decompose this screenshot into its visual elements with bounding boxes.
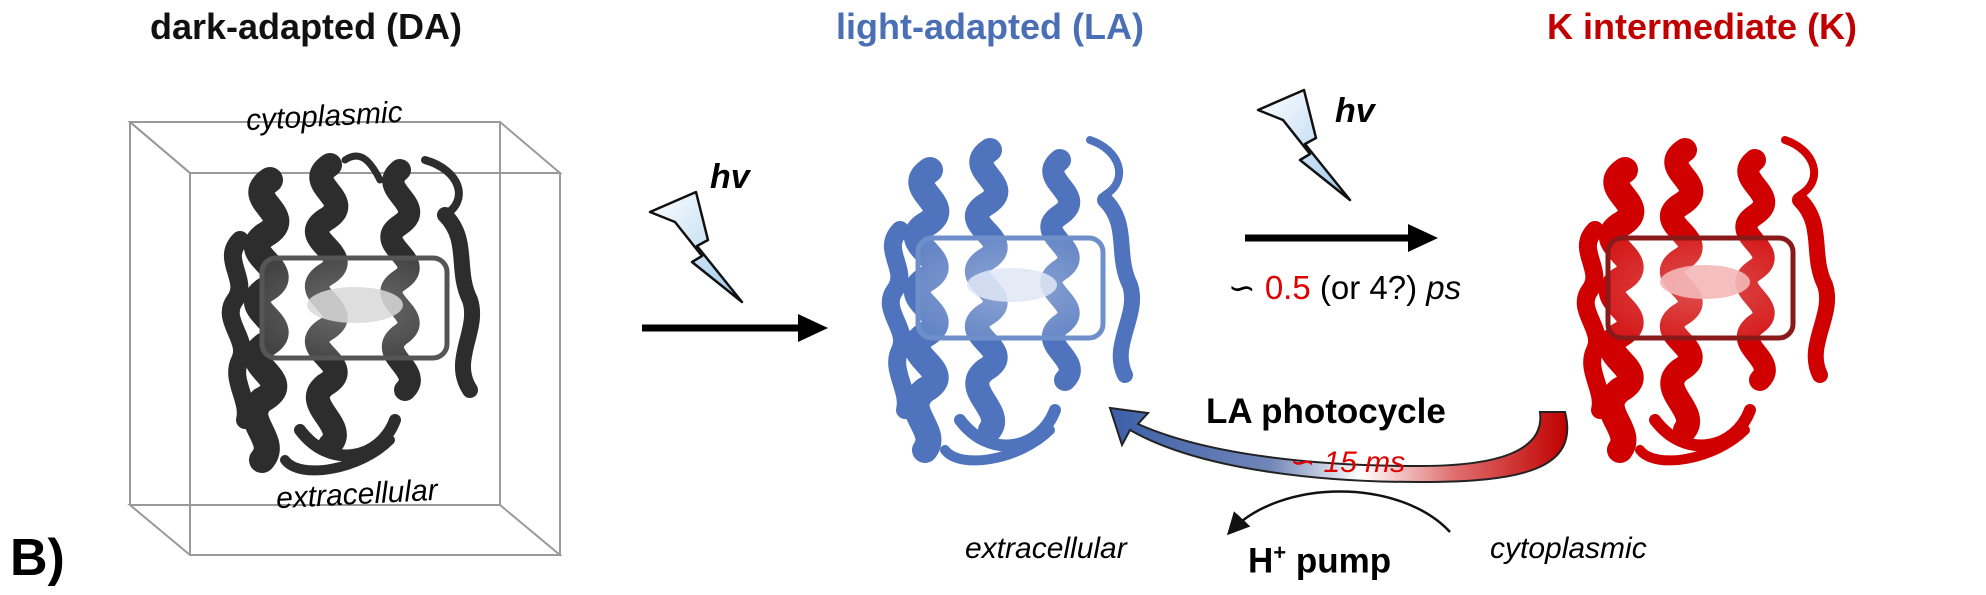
h-pump-label: H+ pump: [1248, 540, 1391, 582]
h-pump-arrow: [1226, 490, 1451, 536]
arrow-la-to-k: [1245, 224, 1438, 252]
title-light-adapted: light-adapted (LA): [836, 6, 1144, 47]
pump-extracellular-label: extracellular: [965, 532, 1127, 565]
pump-word: pump: [1286, 541, 1392, 581]
title-k-intermediate: K intermediate (K): [1547, 6, 1858, 47]
hv-label-da-la: hv: [710, 158, 750, 196]
photocycle-label: LA photocycle: [1206, 392, 1446, 431]
photocycle-arrow: [1108, 406, 1569, 484]
la-k-timescale: ∽ 0.5 (or 4?) ps: [1228, 268, 1461, 307]
lightning-bolt-icon: [648, 190, 744, 304]
plus-symbol: +: [1273, 540, 1287, 565]
arrow-da-to-la: [642, 314, 828, 342]
membrane-box: [127, 121, 563, 556]
h-symbol: H: [1248, 541, 1274, 581]
da-chromophore-box: [259, 255, 450, 361]
lightning-bolt-icon: [1256, 88, 1352, 202]
k-chromophore-box: [1605, 235, 1796, 341]
time-unit: ps: [1426, 269, 1462, 306]
hv-label-la-k: hv: [1335, 92, 1375, 130]
tilde-symbol: ∽: [1228, 269, 1256, 306]
photocycle-time: ∽ 15 ms: [1290, 446, 1406, 479]
pump-cytoplasmic-label: cytoplasmic: [1490, 532, 1647, 565]
la-chromophore-box: [915, 235, 1106, 341]
title-dark-adapted: dark-adapted (DA): [150, 6, 463, 47]
time-alt: (or 4?): [1319, 269, 1418, 306]
time-value: 0.5: [1264, 269, 1311, 306]
panel-label: B): [10, 529, 65, 587]
